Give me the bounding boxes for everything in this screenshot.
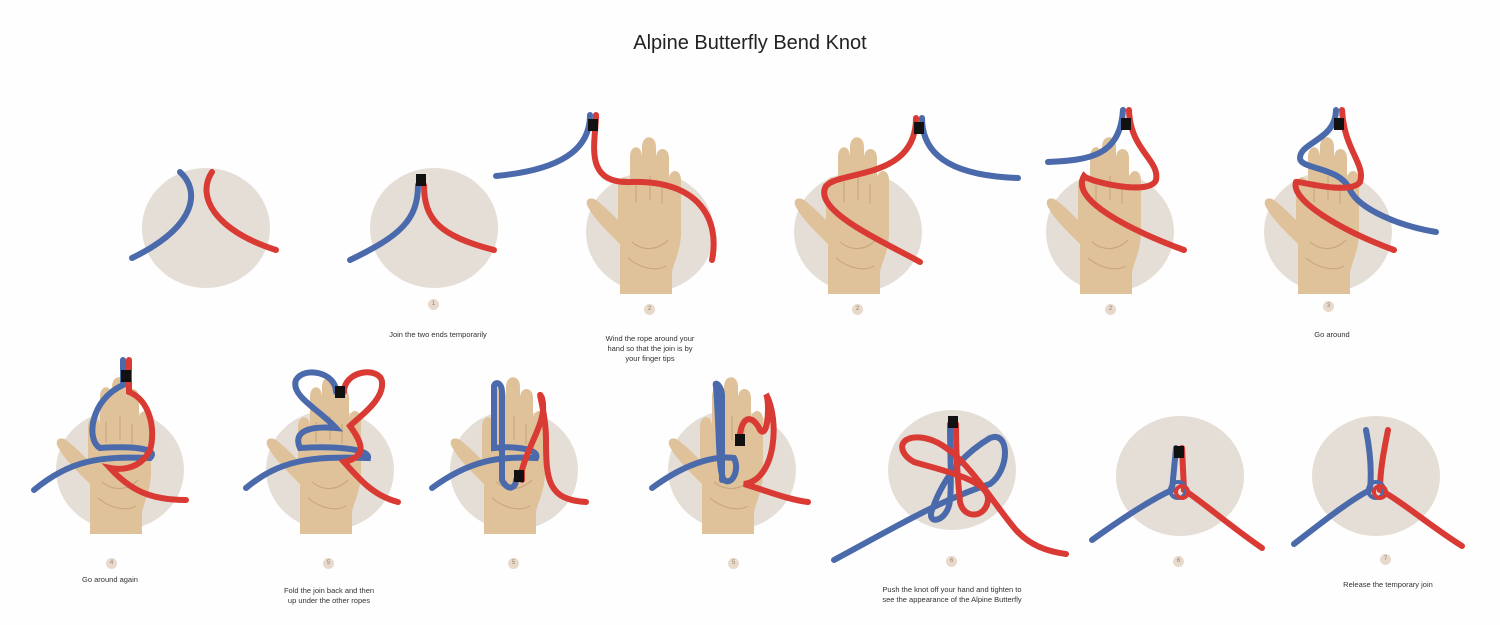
step-illustration-5a xyxy=(243,369,401,535)
step-number-badge: 1 xyxy=(428,299,439,310)
step-number-badge: 7 xyxy=(1380,554,1391,565)
step-number-badge: 6 xyxy=(946,556,957,567)
step-caption: Go around again xyxy=(82,575,138,584)
step-number-badge: 5 xyxy=(728,558,739,569)
step-caption: Go around xyxy=(1314,330,1350,339)
step-caption: Release the temporary join xyxy=(1343,580,1433,589)
step-number-badge: 6 xyxy=(1173,556,1184,567)
step-illustration-7 xyxy=(1291,416,1465,549)
step-number-badge: 5 xyxy=(508,558,519,569)
step-number-badge: 3 xyxy=(1323,301,1334,312)
step-illustration-2b xyxy=(794,115,1021,295)
step-illustration-1b xyxy=(347,168,498,288)
step-illustration-2c xyxy=(1045,107,1187,295)
step-illustration-4 xyxy=(31,357,189,535)
step-caption: Fold the join back and then up under the… xyxy=(283,586,375,606)
step-caption: Push the knot off your hand and tighten … xyxy=(882,585,1022,605)
step-illustration-3 xyxy=(1264,107,1439,295)
step-caption: Join the two ends temporarily xyxy=(389,330,487,339)
step-number-badge: 5 xyxy=(323,558,334,569)
step-illustration-6a xyxy=(831,410,1069,563)
step-number-badge: 2 xyxy=(852,304,863,315)
step-illustration-6b xyxy=(1089,416,1265,551)
step-illustration-5c xyxy=(649,376,811,535)
step-number-badge: 2 xyxy=(1105,304,1116,315)
step-caption: Wind the rope around your hand so that t… xyxy=(605,334,695,364)
step-number-badge: 2 xyxy=(644,304,655,315)
step-illustration-2a xyxy=(493,112,717,295)
page-title: Alpine Butterfly Bend Knot xyxy=(633,32,867,54)
step-illustration-5b xyxy=(429,376,589,535)
step-number-badge: 4 xyxy=(106,558,117,569)
step-illustration-1a xyxy=(129,168,279,288)
